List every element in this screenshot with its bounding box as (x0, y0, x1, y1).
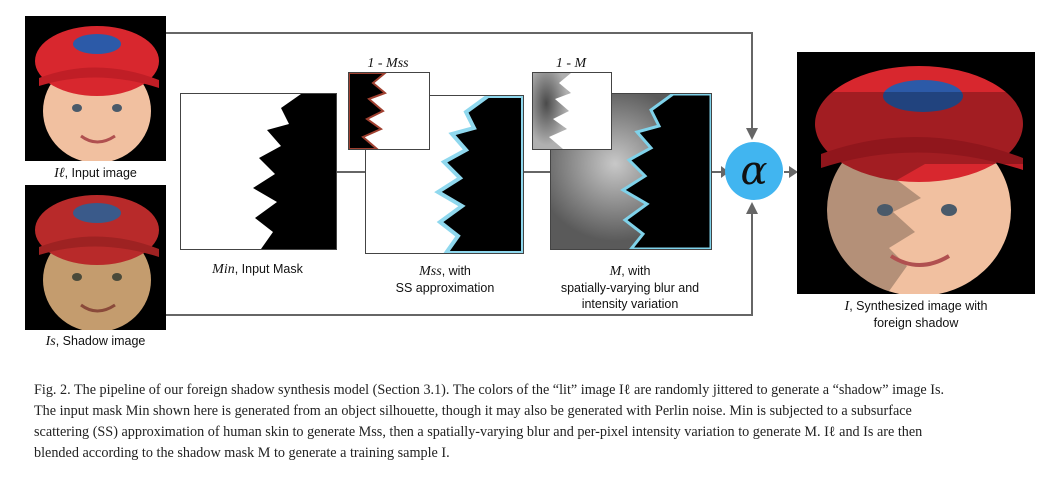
inverse-final-mask-label: 1 - M (555, 56, 587, 71)
alpha-blend-node: α (725, 142, 783, 200)
inverse-final-mask (532, 72, 612, 150)
input-mask (180, 93, 337, 250)
input-image (25, 16, 166, 161)
shadow-image (25, 185, 166, 330)
figure-caption: Fig. 2. The pipeline of our foreign shad… (34, 380, 1034, 464)
caption-line: Fig. 2. The pipeline of our foreign shad… (34, 382, 945, 398)
input-mask-label: Min, Input Mask (212, 262, 303, 277)
synthesized-image (797, 52, 1035, 294)
shadow-image-label: Is, Shadow image (45, 334, 146, 349)
input-image-label: Iℓ, Input image (54, 166, 137, 181)
caption-line: scattering (SS) approximation of human s… (34, 424, 923, 440)
inverse-ss-mask-label: 1 - Mss (367, 56, 409, 71)
synthesized-image-label: I, Synthesized image with foreign shadow (844, 299, 988, 330)
alpha-symbol: α (740, 148, 768, 194)
final-mask-label: M, with spatially-varying blur and inten… (560, 264, 700, 311)
caption-line: blended according to the shadow mask M t… (34, 445, 450, 461)
inverse-ss-mask (348, 72, 430, 150)
caption-line: The input mask Min shown here is generat… (34, 403, 912, 419)
ss-mask-label: Mss, with SS approximation (395, 264, 495, 295)
